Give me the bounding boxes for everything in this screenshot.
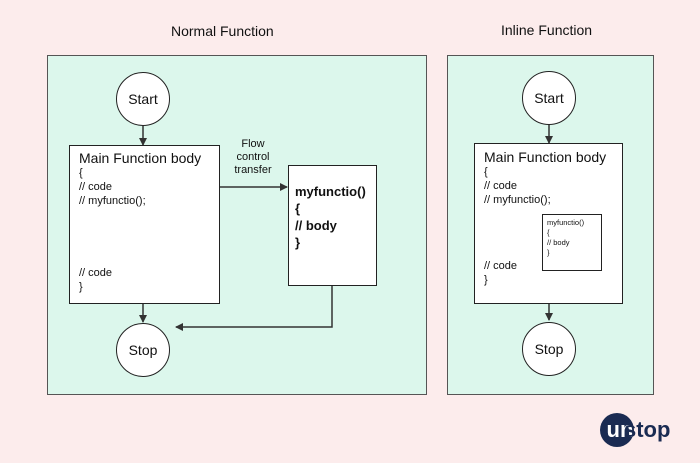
inline-stop-node: Stop [522, 322, 576, 376]
normal-main-line: } [79, 281, 83, 293]
mini-function-line: { [547, 228, 550, 237]
inline-main-title: Main Function body [484, 149, 607, 165]
function-line: // body [295, 218, 337, 233]
normal-main-line: // code [79, 267, 113, 279]
inline-function-heading: Inline Function [501, 22, 593, 38]
inline-main-line: // myfunctio(); [484, 194, 551, 206]
function-signature: myfunctio() [295, 184, 366, 199]
normal-main-line: // myfunctio(); [79, 195, 146, 207]
logo-badge: un [600, 413, 634, 447]
inline-main-line: // code [484, 260, 518, 272]
function-line: } [295, 235, 301, 250]
function-line: { [295, 201, 301, 216]
unstop-logo: un stop [600, 413, 670, 447]
inline-main-line: } [484, 274, 488, 286]
mini-function-signature: myfunctio() [547, 218, 585, 227]
arrow-function-return [175, 286, 333, 331]
normal-main-line: // code [79, 181, 113, 193]
normal-function-heading: Normal Function [171, 23, 274, 39]
normal-main-function-box: Main Function body { // code // myfuncti… [69, 145, 220, 304]
normal-main-title: Main Function body [79, 150, 202, 166]
logo-wordmark: stop [624, 417, 671, 442]
normal-main-line: { [79, 167, 83, 179]
inline-start-node: Start [522, 71, 576, 125]
inline-stop-label: Stop [534, 341, 564, 357]
normal-function-body-box: myfunctio() { // body } [288, 165, 377, 286]
normal-start-node: Start [116, 72, 170, 126]
inline-main-line: { [484, 166, 488, 178]
normal-stop-node: Stop [116, 323, 170, 377]
inline-start-label: Start [534, 90, 564, 106]
normal-stop-label: Stop [128, 342, 158, 358]
inline-main-line: // code [484, 180, 518, 192]
mini-function-line: // body [547, 238, 570, 247]
inline-embedded-function-box: myfunctio() { // body } [542, 214, 602, 271]
mini-function-line: } [547, 248, 550, 257]
normal-start-label: Start [128, 91, 158, 107]
flow-control-transfer-label: Flow control transfer [234, 138, 272, 176]
